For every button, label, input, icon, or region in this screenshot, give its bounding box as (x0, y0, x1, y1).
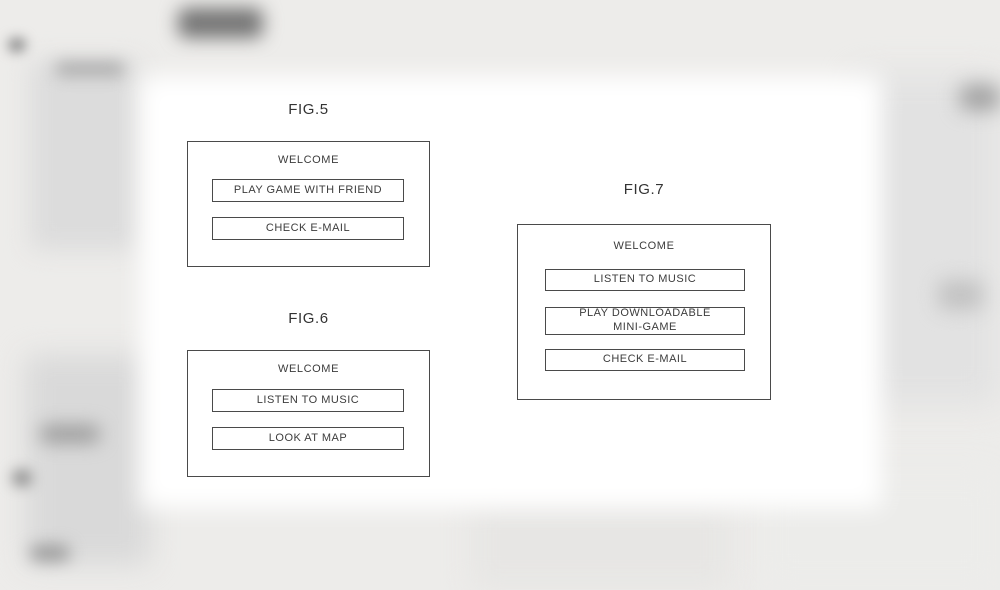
background-blur-blob (8, 38, 26, 52)
figure-6-welcome-text: WELCOME (277, 363, 340, 375)
menu-option-play-downloadable-mini-game: PLAY DOWNLOADABLE MINI-GAME (545, 307, 745, 335)
background-blur-blob (12, 470, 32, 486)
background-blur-blob (938, 280, 983, 310)
background-blur-blob (55, 62, 125, 76)
background-blur-blob (960, 85, 1000, 110)
background-blur-blob (30, 60, 140, 250)
menu-option-play-game-with-friend: PLAY GAME WITH FRIEND (212, 179, 404, 202)
figure-7-label: FIG.7 (623, 181, 665, 198)
background-blur-blob (30, 545, 70, 561)
figure-5-screen-box: WELCOME PLAY GAME WITH FRIEND CHECK E-MA… (187, 141, 430, 267)
figure-7-welcome-text: WELCOME (613, 240, 675, 252)
figure-5-label: FIG.5 (288, 101, 329, 118)
background-blur-blob (178, 8, 263, 38)
menu-option-check-email: CHECK E-MAIL (212, 217, 404, 240)
background-blur-blob (40, 425, 100, 443)
figure-7-screen-box: WELCOME LISTEN TO MUSIC PLAY DOWNLOADABL… (517, 224, 771, 400)
menu-option-listen-to-music: LISTEN TO MUSIC (212, 389, 404, 412)
menu-option-check-email: CHECK E-MAIL (545, 349, 745, 371)
figure-5-welcome-text: WELCOME (277, 154, 340, 166)
menu-option-listen-to-music: LISTEN TO MUSIC (545, 269, 745, 291)
background-blur-blob (470, 500, 730, 590)
background-blur-blob (25, 355, 150, 565)
figure-6-screen-box: WELCOME LISTEN TO MUSIC LOOK AT MAP (187, 350, 430, 477)
menu-option-look-at-map: LOOK AT MAP (212, 427, 404, 450)
figure-6-label: FIG.6 (288, 310, 329, 327)
